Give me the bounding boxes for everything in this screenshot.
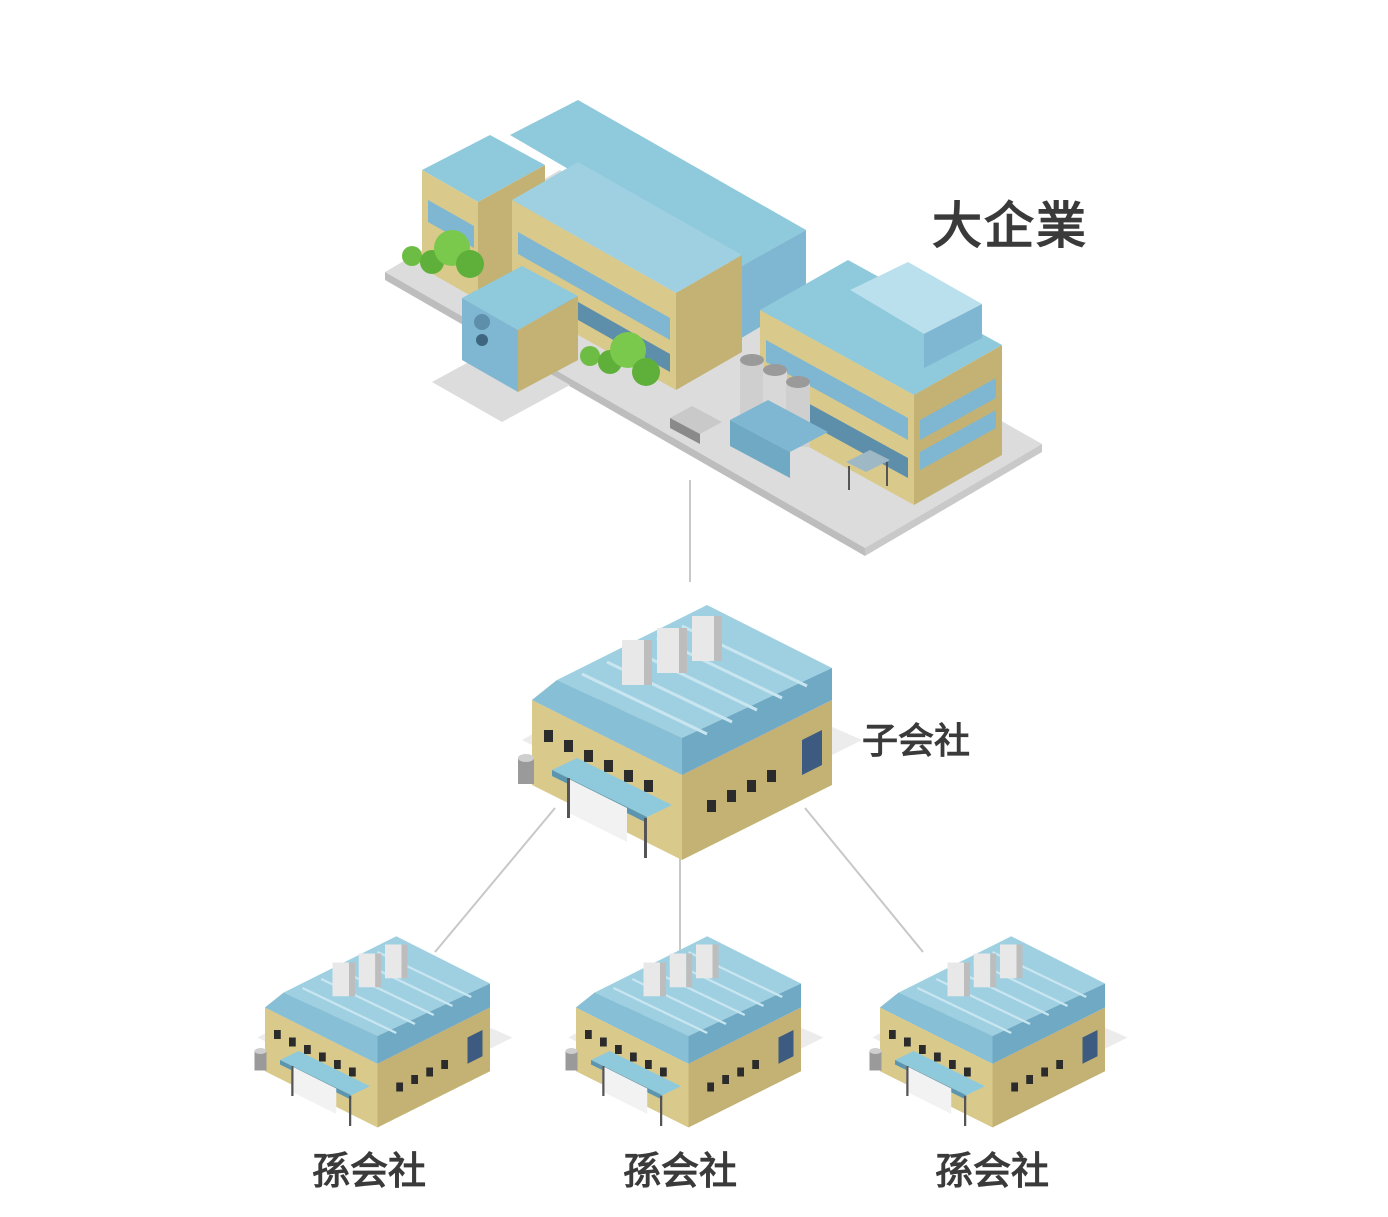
- subsidiary-label: 子会社: [862, 721, 971, 762]
- shelter: [846, 450, 890, 490]
- grand-subsidiary-factory-1: [253, 935, 514, 1129]
- large-company-building: [385, 100, 1042, 556]
- trees: [402, 230, 660, 386]
- grand-subsidiary-factory-3: [868, 935, 1129, 1129]
- large-company-label: 大企業: [932, 197, 1088, 255]
- grand-subsidiary-label-2: 孫会社: [623, 1149, 738, 1193]
- silos: [730, 354, 828, 478]
- grand-subsidiary-label-1: 孫会社: [312, 1149, 427, 1193]
- connector-sub-g3: [804, 807, 924, 953]
- connector-sub-g1: [434, 807, 556, 953]
- subsidiary-factory: [516, 603, 864, 862]
- connector-lines: [434, 480, 924, 953]
- grand-subsidiary-factory-2: [564, 935, 825, 1129]
- truck: [670, 406, 722, 444]
- grand-subsidiary-label-3: 孫会社: [935, 1149, 1050, 1193]
